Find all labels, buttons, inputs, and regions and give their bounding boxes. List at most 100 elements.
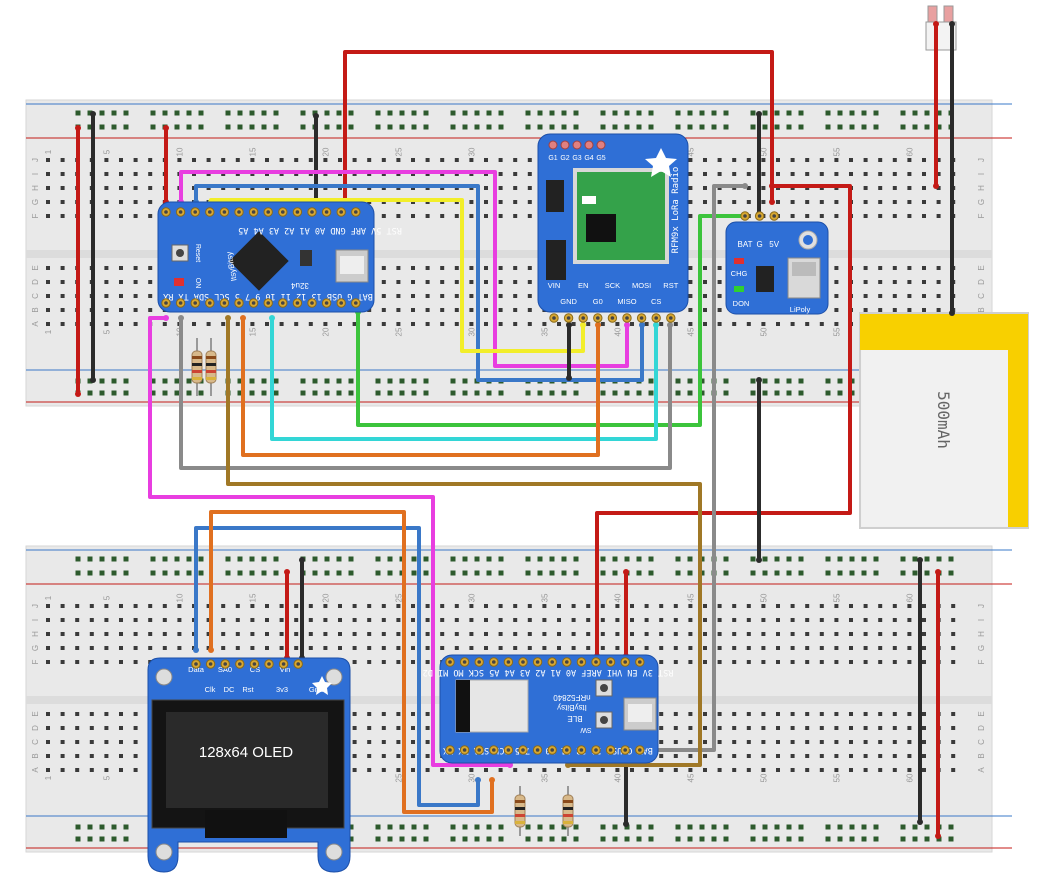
row-letter: F (31, 213, 40, 218)
wires (75, 21, 955, 839)
column-number: 1 (44, 149, 53, 154)
gpio-pad (596, 140, 606, 150)
column-number: 35 (540, 593, 549, 602)
battery-label: 500mAh (934, 391, 953, 449)
itsy-label-reset: Reset (194, 244, 201, 262)
wire-brown (226, 316, 702, 767)
rfm-bottom-pin-label: G0 (593, 297, 603, 306)
rfm-top-pin-label: G4 (584, 155, 593, 162)
rfm-bottom-pin-label: CS (651, 297, 661, 306)
row-letter: A (977, 767, 986, 773)
column-number: 10 (175, 593, 184, 602)
charger-label: DON (733, 299, 750, 308)
itsy-bottom-pins: BAT G USB 13 12 11 10 9 7 5 SCL SDA TX R… (162, 291, 373, 301)
wire-red-5v (343, 50, 774, 207)
row-letter: C (977, 739, 986, 745)
column-number: 30 (467, 327, 476, 336)
column-number: 45 (686, 147, 695, 156)
column-number: 35 (540, 327, 549, 336)
wire-gray-top (179, 316, 672, 470)
column-number: 40 (613, 773, 622, 782)
row-letter: J (977, 158, 986, 162)
gpio-pad (572, 140, 582, 150)
wire-blue-oled (194, 526, 480, 807)
oled-bottom-pin-label: Clk (205, 685, 216, 694)
column-number: 25 (394, 773, 403, 782)
oled-top-pin-label: CS (250, 665, 260, 674)
oled-bottom-pin-label: 3v3 (276, 685, 288, 694)
row-letter: B (977, 753, 986, 758)
oled-bottom-pin-label: Gnd (309, 685, 323, 694)
column-number: 5 (102, 329, 111, 334)
charger-label: LiPoly (790, 305, 811, 314)
rfm-bottom-pin-label: EN (578, 281, 588, 290)
oled-top-pin-label: Vin (280, 665, 291, 674)
row-letter: J (977, 604, 986, 608)
oled-screen-text: 128x64 OLED (199, 744, 293, 761)
column-number: 20 (321, 593, 330, 602)
resistors (191, 338, 574, 836)
nrf-bottom-pins: RST 3V EN VHI AREF A0 A1 A2 A3 A4 A5 SCK… (423, 667, 674, 677)
column-number: 25 (394, 327, 403, 336)
column-number: 55 (832, 327, 841, 336)
wire-magenta-top (179, 170, 629, 368)
column-number: 55 (832, 773, 841, 782)
row-letter: D (977, 279, 986, 285)
column-number: 55 (832, 593, 841, 602)
gpio-pad (548, 140, 558, 150)
column-number: 60 (905, 593, 914, 602)
row-letter: C (977, 293, 986, 299)
column-number: 35 (540, 773, 549, 782)
row-letter: D (977, 725, 986, 731)
wire-magenta-long (148, 316, 512, 767)
wire-blue-top (194, 184, 644, 382)
row-letter: G (977, 199, 986, 205)
row-letter: G (977, 645, 986, 651)
itsy-label-on: ON (194, 278, 201, 289)
rfm-top-pin-label: G1 (548, 155, 557, 162)
column-number: 30 (467, 147, 476, 156)
rfm-top-pin-label: G2 (560, 155, 569, 162)
column-number: 60 (905, 773, 914, 782)
row-letter: B (31, 307, 40, 312)
charger-pin-label: 5V (769, 240, 779, 249)
wire-orange-top (241, 316, 600, 457)
adafruit-star-icon (645, 148, 677, 177)
row-letter: A (31, 767, 40, 773)
adafruit-star-icon (312, 676, 332, 695)
row-letter: J (31, 158, 40, 162)
row-letter: C (31, 293, 40, 299)
row-letter: H (977, 631, 986, 637)
column-number: 25 (394, 593, 403, 602)
row-letter: I (31, 619, 40, 621)
row-letter: E (31, 711, 40, 716)
charger-pin-label: G (756, 240, 762, 249)
column-number: 20 (321, 327, 330, 336)
row-letter: H (31, 631, 40, 637)
column-number: 15 (248, 593, 257, 602)
column-number: 20 (321, 147, 330, 156)
column-number: 45 (686, 593, 695, 602)
row-letter: A (31, 321, 40, 327)
column-number: 55 (832, 147, 841, 156)
row-letter: J (31, 604, 40, 608)
itsy-label-chip: 32u4 (291, 281, 309, 290)
itsybitsy-nrf52840: BAT G USB 13 12 11 10 9 7 5 SCL SDA TX R… (423, 654, 674, 764)
column-number: 60 (905, 147, 914, 156)
itsy-top-pins: RST 5V ARF GND A0 A1 A2 A3 A4 A5 (238, 225, 402, 235)
column-number: 15 (248, 327, 257, 336)
charger-label: CHG (731, 269, 748, 278)
row-letter: F (977, 659, 986, 664)
oled-bottom-pin-label: DC (224, 685, 235, 694)
row-letter: H (977, 185, 986, 191)
rfm-bottom-pin-label: GND (560, 297, 577, 306)
column-number: 50 (759, 773, 768, 782)
row-letter: E (977, 265, 986, 270)
wire-orange-oled (209, 510, 494, 814)
column-number: 1 (44, 329, 53, 334)
nrf-label-sw: SW (580, 726, 592, 733)
oled-top-pin-label: SA0 (218, 665, 232, 674)
row-letter: I (31, 173, 40, 175)
